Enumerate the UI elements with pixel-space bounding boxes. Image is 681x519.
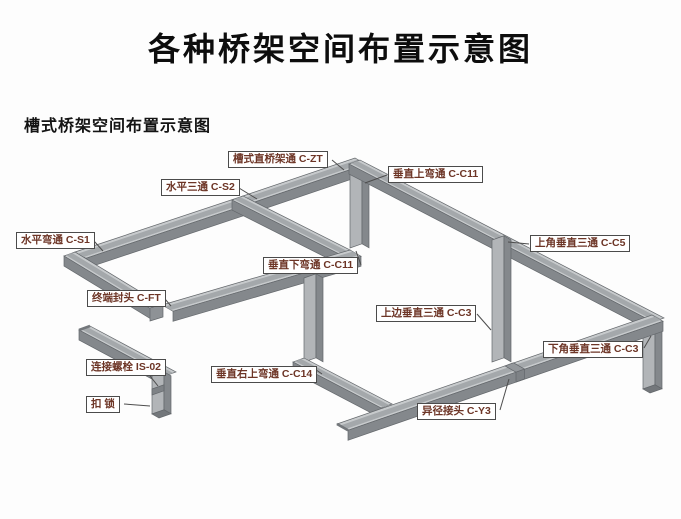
tray-side [231,199,340,265]
reducer-band-side [515,368,525,383]
tray-trough [295,359,390,408]
tray-end-cap [642,384,663,394]
leader-line [93,240,104,252]
label-vertical-up-bend: 垂直上弯通 C-C11 [388,166,484,183]
leader-line [238,187,258,200]
tray-end-cap [151,409,172,419]
label-vertical-down-bend: 垂直下弯通 C-C11 [263,257,359,274]
label-lower-corner-vertical-tee: 下角垂直三通 C-C3 [543,341,644,358]
leader-line [331,159,345,171]
label-horizontal-tee: 水平三通 C-S2 [161,179,240,196]
tray-trough [245,159,364,201]
tray-side [85,201,255,269]
label-straight-tray: 槽式直桥架通 C-ZT [228,151,328,168]
label-end-cap: 终端封头 C-FT [87,290,166,307]
leader-line [476,313,492,331]
tray-trough [77,197,252,257]
leader-line [643,335,652,349]
label-vertical-right-up-bend: 垂直右上弯通 C-C14 [211,366,318,383]
leader-line [507,241,530,245]
leader-line [364,174,388,184]
label-upper-side-vertical-tee: 上边垂直三通 C-C3 [376,305,477,322]
tray-vertical-front [491,235,505,363]
leader-line [355,250,362,266]
tray-vertical-front [303,273,317,363]
tray-side [63,255,152,320]
tray-trough [234,197,348,254]
tray-end-cap [336,422,349,432]
leader-line [123,403,151,407]
section-title: 槽式桥架空间布置示意图 [24,118,212,135]
tray-vertical-side [163,371,172,415]
bolt-band [151,384,165,396]
tray-end-cap [78,324,91,332]
label-lock: 扣 锁 [86,396,120,413]
label-reducer-joint: 异径接头 C-Y3 [417,403,496,420]
tray-vertical-side [503,235,512,363]
page-title: 各种桥架空间布置示意图 [147,31,533,67]
leader-line [149,375,159,387]
label-connection-bolt: 连接螺栓 IS-02 [86,359,167,376]
label-horizontal-elbow: 水平弯通 C-S1 [16,232,95,249]
label-upper-corner-vertical-tee: 上角垂直三通 C-C5 [530,235,631,252]
leader-line [164,298,172,307]
leader-line [499,378,510,411]
tray-vertical-side [315,273,324,363]
